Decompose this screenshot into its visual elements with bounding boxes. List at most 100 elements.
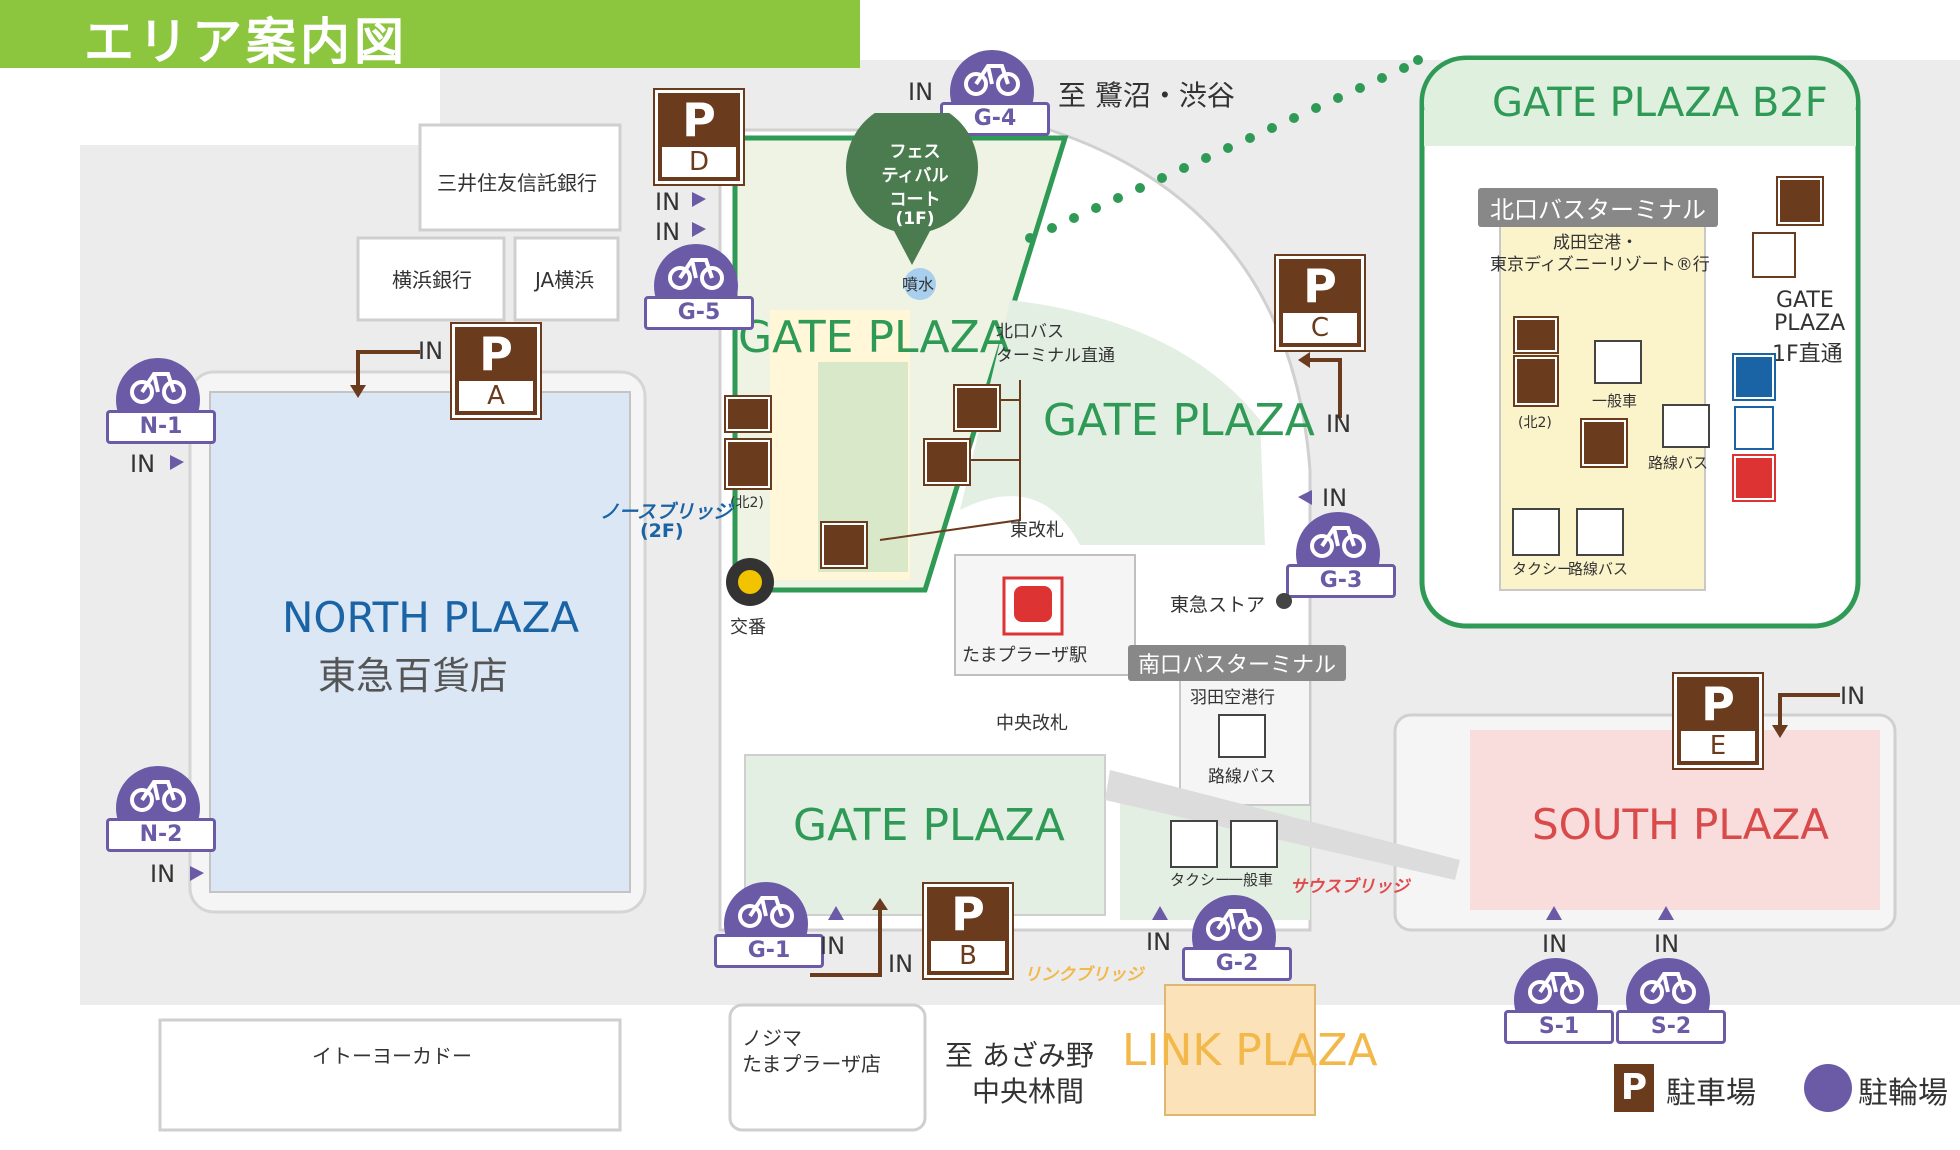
legend-bike-icon	[1804, 1064, 1852, 1112]
bike-parking-s1[interactable]: S-1	[1504, 958, 1614, 1054]
in-label-n2: IN	[150, 860, 176, 888]
elevator-icon[interactable]	[1582, 420, 1626, 466]
womens-restroom-icon[interactable]	[1734, 456, 1774, 500]
north-bus-direct-1: 北口バス	[996, 322, 1064, 342]
direction-north: 至 鷺沼・渋谷	[1058, 79, 1235, 112]
b2f-route-bus2-label: 路線バス	[1568, 560, 1629, 578]
car-icon	[1230, 820, 1278, 868]
gate-plaza-south-label[interactable]: GATE PLAZA	[793, 800, 1065, 851]
bicycle-icon	[1640, 972, 1696, 1004]
bike-parking-id: G-1	[714, 934, 824, 968]
south-route-bus-label: 路線バス	[1208, 767, 1276, 787]
b2f-taxi-label: タクシー	[1512, 560, 1573, 578]
b2f-route-bus-label: 路線バス	[1648, 454, 1709, 472]
parking-p-letter: P	[951, 887, 985, 941]
escalator-icon[interactable]	[1752, 232, 1796, 278]
bike-parking-id: N-1	[106, 410, 216, 444]
in-label-n1: IN	[130, 450, 156, 478]
bike-parking-g5[interactable]: G-5	[644, 244, 754, 340]
nojima-label-2: たまプラーザ店	[742, 1052, 881, 1076]
nojima-label-1: ノジマ	[742, 1026, 802, 1050]
bike-parking-id: G-3	[1286, 564, 1396, 598]
parking-p-letter: P	[1303, 259, 1337, 313]
ito-yokado-label: イトーヨーカドー	[312, 1044, 472, 1068]
taxi-icon	[1512, 508, 1560, 556]
in-label-g2: IN	[1146, 928, 1172, 956]
north-plaza-store: 東急百貨店	[318, 654, 509, 698]
parking-p-letter: P	[1701, 677, 1735, 731]
bike-parking-g2[interactable]: G-2	[1182, 895, 1292, 991]
station-label[interactable]: たまプラーザ駅	[962, 645, 1088, 666]
legend-parking-label: 駐車場	[1666, 1076, 1756, 1111]
bus-icon	[1662, 404, 1710, 448]
bus-icon	[1576, 508, 1624, 556]
title-bar	[0, 0, 860, 68]
in-label-d1: IN	[655, 188, 681, 216]
east-gate-label: 東改札	[1010, 520, 1064, 541]
taxi-label: タクシー	[1170, 871, 1231, 889]
south-bus-terminal-label[interactable]: 南口バスターミナル	[1128, 645, 1347, 681]
elevator-people-icon[interactable]	[1515, 357, 1557, 405]
store-dot-icon	[1276, 593, 1292, 609]
b2f-direct-3: 1F直通	[1772, 342, 1843, 367]
in-label-g1: IN	[820, 932, 846, 960]
bike-parking-g1[interactable]: G-1	[714, 882, 824, 978]
parking-c-sign[interactable]: P C	[1276, 256, 1364, 350]
taxi-icon	[1170, 820, 1218, 868]
south-bridge-label: サウスブリッジ	[1290, 877, 1409, 897]
parking-b-sign[interactable]: P B	[924, 884, 1012, 978]
legend-bike-label: 駐輪場	[1858, 1076, 1948, 1111]
north-bus-terminal-label[interactable]: 北口バスターミナル	[1478, 188, 1718, 227]
parking-d-small-icon[interactable]	[1515, 318, 1557, 352]
elevator-icon[interactable]	[1778, 178, 1822, 224]
bike-parking-n2[interactable]: N-2	[106, 766, 216, 862]
elevator-people-icon[interactable]	[726, 440, 770, 488]
gate-plaza-north-label[interactable]: GATE PLAZA	[738, 312, 1010, 363]
map-pin-icon	[846, 113, 978, 265]
parking-id: E	[1681, 731, 1755, 761]
direction-south-2: 中央林間	[972, 1075, 1085, 1108]
b2f-kita2-label: (北2)	[1518, 415, 1552, 431]
parking-id: A	[459, 381, 533, 411]
bike-parking-g4[interactable]: G-4	[940, 50, 1050, 146]
parking-id: C	[1283, 313, 1357, 343]
parking-a-sign[interactable]: P A	[452, 324, 540, 418]
gate-plaza-east-label[interactable]: GATE PLAZA	[1043, 395, 1315, 446]
parking-d-sign[interactable]: P D	[655, 90, 743, 184]
elevator-icon[interactable]	[955, 386, 999, 430]
in-label-s1: IN	[1542, 930, 1568, 958]
b2f-title[interactable]: GATE PLAZA B2F	[1492, 80, 1828, 126]
haneda-label: 羽田空港行	[1190, 688, 1275, 708]
bike-parking-id: S-1	[1504, 1010, 1614, 1044]
escalator-icon[interactable]	[925, 440, 969, 484]
bike-parking-g3[interactable]: G-3	[1286, 512, 1396, 608]
north-bus-direct-2: ターミナル直通	[996, 346, 1115, 366]
central-gate-label: 中央改札	[996, 713, 1068, 734]
mens-restroom-icon[interactable]	[1734, 355, 1774, 399]
accessible-restroom-icon[interactable]	[1734, 406, 1774, 450]
bus-icon	[1218, 714, 1266, 758]
in-label-a: IN	[418, 337, 444, 365]
bicycle-icon	[1206, 909, 1262, 941]
south-plaza-label[interactable]: SOUTH PLAZA	[1532, 800, 1829, 849]
bike-parking-n1[interactable]: N-1	[106, 358, 216, 454]
bicycle-icon	[738, 896, 794, 928]
b2f-direct-2: PLAZA	[1774, 311, 1846, 336]
bike-parking-s2[interactable]: S-2	[1616, 958, 1726, 1054]
b2f-direct-1: GATE	[1776, 288, 1834, 313]
mitsui-bank-label: 三井住友信託銀行	[437, 171, 597, 195]
link-bridge-label: リンクブリッジ	[1024, 965, 1143, 985]
parking-p-letter: P	[682, 93, 716, 147]
parking-d-small-icon[interactable]	[726, 397, 770, 431]
bicycle-icon	[964, 64, 1020, 96]
parking-e-sign[interactable]: P E	[1674, 674, 1762, 768]
in-label-d2: IN	[655, 218, 681, 246]
elevator-icon[interactable]	[822, 523, 866, 567]
fest-court-line4: (1F)	[895, 209, 935, 229]
koban-label: 交番	[730, 617, 766, 638]
bicycle-icon	[130, 372, 186, 404]
link-plaza-label[interactable]: LINK PLAZA	[1122, 1025, 1378, 1076]
north-plaza-label[interactable]: NORTH PLAZA	[282, 593, 580, 642]
bike-parking-id: G-2	[1182, 947, 1292, 981]
